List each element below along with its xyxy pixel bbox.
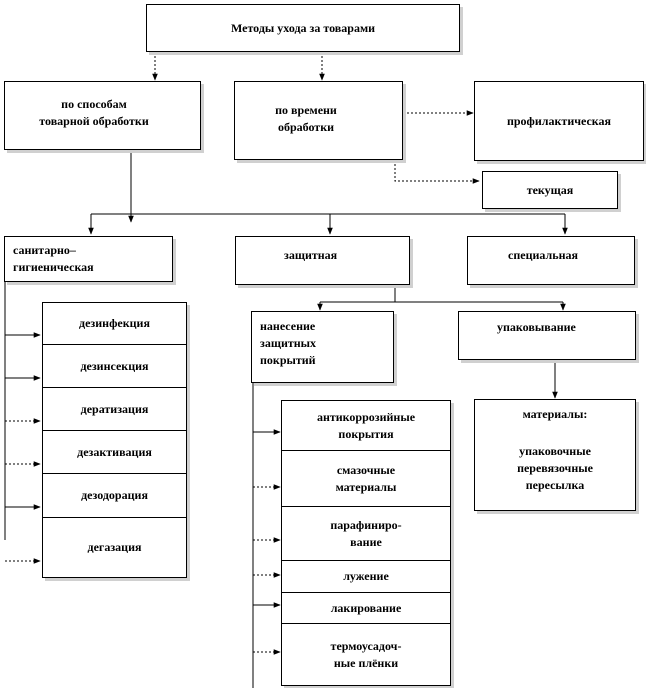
- sanitary-item: дезинфекция: [43, 303, 186, 345]
- sanitary-item: дератизация: [43, 388, 186, 431]
- sanitary-list: дезинфекция дезинсекция дератизация деза…: [42, 302, 187, 578]
- packaging-box: упаковывание: [458, 311, 636, 360]
- sanitary-item: дезинсекция: [43, 345, 186, 388]
- current-label: текущая: [526, 182, 574, 197]
- coating-item: лакирование: [282, 593, 450, 624]
- sanitary-item: дегазация: [87, 540, 142, 554]
- sanitary-item: дезактивация: [43, 431, 186, 474]
- coating-label: нанесение защитных покрытий: [260, 319, 317, 367]
- protective-label: защитная: [284, 248, 338, 262]
- processing-method-label: по способам товарной обработки: [39, 97, 149, 128]
- sanitary-box: санитарно– гигиеническая: [4, 236, 173, 282]
- processing-time-label: по времени обработки: [275, 103, 337, 134]
- coating-item: лужение: [282, 561, 450, 593]
- root-box: Методы ухода за товарами: [146, 4, 460, 52]
- sanitary-item: дезодорация: [43, 474, 186, 518]
- coating-item: термоусадоч- ные плёнки: [330, 638, 402, 670]
- packaging-label: упаковывание: [497, 320, 576, 334]
- coating-item: парафиниро- вание: [282, 507, 450, 561]
- coating-item: антикоррозийные покрытия: [282, 401, 450, 451]
- prophylactic-label: профилактическая: [506, 113, 612, 128]
- coating-item: смазочные материалы: [282, 451, 450, 507]
- special-box: специальная: [467, 236, 635, 285]
- coating-list: антикоррозийные покрытия смазочные матер…: [281, 400, 451, 686]
- coating-box: нанесение защитных покрытий: [251, 311, 394, 383]
- root-title: Методы ухода за товарами: [230, 20, 376, 35]
- materials-items: упаковочные перевязочные пересылка: [517, 444, 593, 492]
- current-box: текущая: [482, 171, 618, 209]
- special-label: специальная: [508, 248, 578, 262]
- materials-title: материалы:: [522, 407, 588, 421]
- materials-box: материалы: упаковочные перевязочные пере…: [474, 399, 636, 511]
- processing-time-box: по времени обработки: [234, 81, 403, 160]
- processing-method-box: по способам товарной обработки: [4, 81, 201, 150]
- arrow-time-current: [394, 160, 480, 184]
- sanitary-label: санитарно– гигиеническая: [13, 243, 94, 274]
- prophylactic-box: профилактическая: [474, 81, 644, 161]
- protective-box: защитная: [235, 236, 410, 285]
